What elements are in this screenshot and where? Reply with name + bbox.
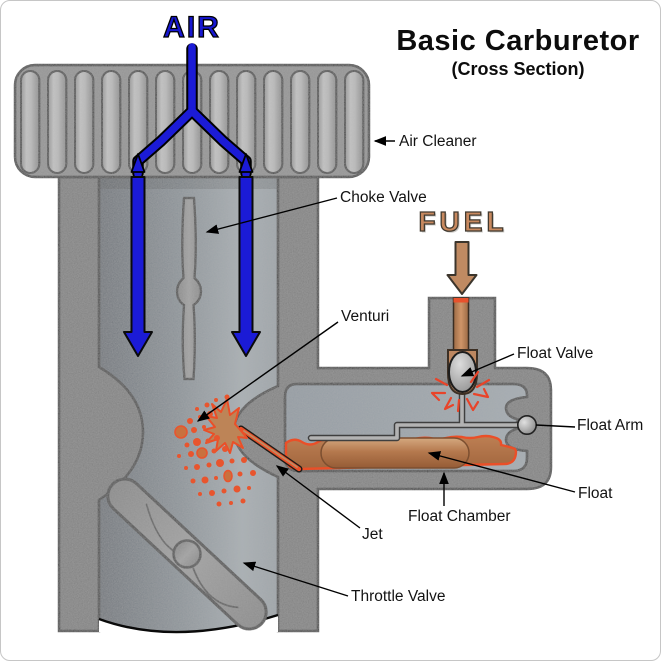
label-air-cleaner: Air Cleaner <box>399 133 477 150</box>
air-arrow-left <box>123 176 153 357</box>
throttle-valve <box>106 477 268 631</box>
air-arrow-right <box>231 176 261 357</box>
valve-spray <box>430 370 491 413</box>
label-float-arm: Float Arm <box>577 417 644 434</box>
fuel-inlet-passage <box>452 297 470 355</box>
label-throttle-valve: Throttle Valve <box>351 588 446 605</box>
float-arm <box>307 389 531 442</box>
venturi-left-wall <box>57 175 145 633</box>
choke-valve <box>175 196 203 381</box>
leader-lines <box>196 136 576 597</box>
label-choke-valve: Choke Valve <box>340 189 427 206</box>
label-jet: Jet <box>362 526 383 543</box>
label-float: Float <box>578 485 613 502</box>
air-flow <box>123 43 261 357</box>
page-subtitle: (Cross Section) <box>451 59 585 79</box>
label-float-chamber: Float Chamber <box>408 508 511 525</box>
fuel-flow-label: FUEL <box>418 205 508 237</box>
label-venturi: Venturi <box>341 308 390 325</box>
fuel-system <box>174 297 537 507</box>
label-float-valve: Float Valve <box>517 345 594 362</box>
jet <box>237 425 303 473</box>
fuel-arrow <box>446 241 478 295</box>
float-arm-pivot <box>516 414 537 435</box>
page-title: Basic Carburetor <box>396 25 640 57</box>
float <box>320 437 470 469</box>
air-flow-label: AIR <box>163 10 221 44</box>
